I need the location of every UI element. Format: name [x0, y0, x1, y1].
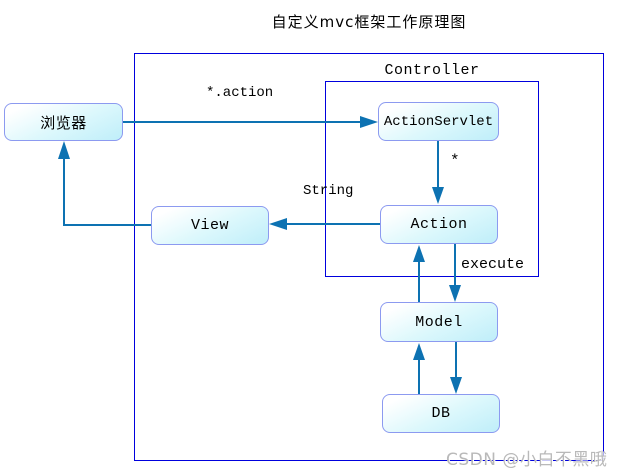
arrowhead-right-icon: [360, 116, 378, 128]
arrowhead-left-icon: [269, 218, 287, 230]
arrowhead-up-icon: [413, 245, 425, 262]
main-frame: [134, 53, 604, 461]
edge-label-string-result: String: [303, 183, 354, 199]
node-model-label: Model: [415, 313, 463, 331]
node-view-label: View: [190, 217, 229, 234]
edge-label-execute: execute: [461, 256, 525, 273]
arrowhead-down-icon: [432, 187, 444, 204]
arrowhead-down-icon: [450, 377, 462, 394]
arrowhead-up-icon: [413, 343, 425, 360]
node-action: Action: [380, 205, 498, 244]
edge-view-to-browser: [58, 141, 151, 226]
edge-actionservlet-to-action: [432, 141, 444, 204]
controller-frame: [325, 81, 539, 277]
node-browser-label: 浏览器: [40, 115, 87, 133]
edge-browser-to-actionservlet: [123, 116, 378, 128]
node-action-servlet-label: ActionServlet: [383, 113, 494, 130]
diagram-title: 自定义mvc框架工作原理图: [271, 13, 467, 31]
edge-model-to-db: [450, 342, 462, 394]
controller-label: Controller: [384, 62, 480, 79]
edge-model-to-action: [413, 245, 425, 302]
node-db-label: DB: [431, 405, 451, 422]
edge-label-multiplicity: *: [450, 152, 460, 170]
edge-label-request-pattern: *.action: [206, 85, 274, 101]
watermark: CSDN @小白不黑哦: [446, 450, 608, 470]
node-action-label: Action: [410, 216, 468, 233]
node-view: View: [151, 206, 269, 245]
node-db: DB: [382, 394, 500, 433]
node-browser: 浏览器: [4, 103, 123, 141]
node-action-servlet: ActionServlet: [378, 102, 499, 141]
arrowhead-up-icon: [58, 141, 70, 159]
edge-action-to-model: [449, 244, 461, 302]
edge-db-to-model: [413, 343, 425, 394]
edge-action-to-view: [269, 218, 380, 230]
node-model: Model: [380, 302, 498, 342]
arrowhead-down-icon: [449, 285, 461, 302]
